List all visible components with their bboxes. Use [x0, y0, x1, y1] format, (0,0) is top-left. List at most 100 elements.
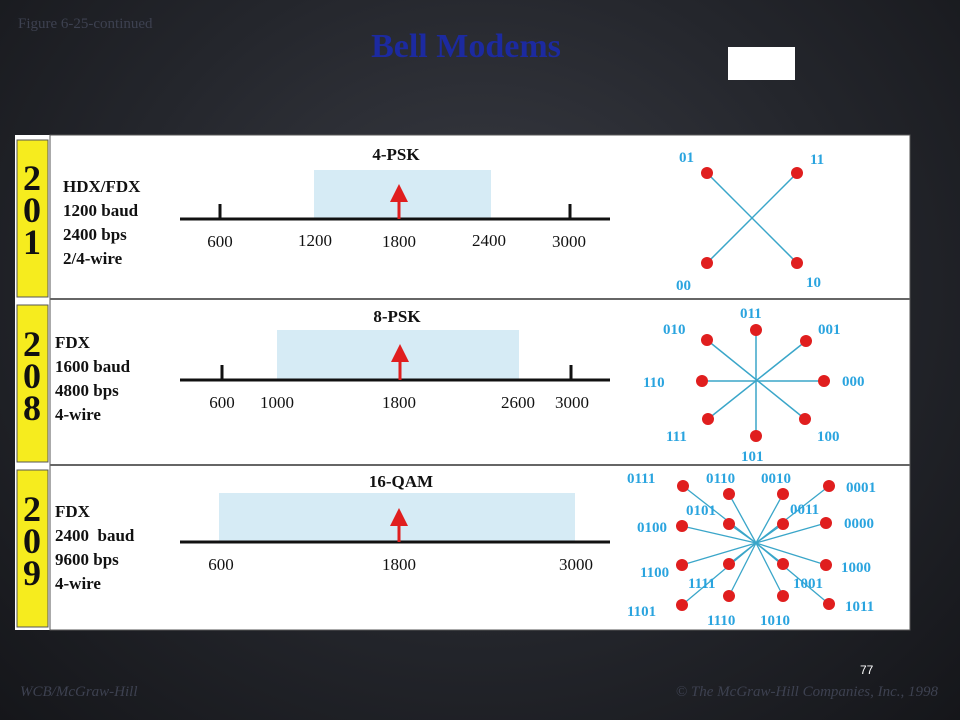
white-box — [728, 47, 795, 80]
modem-number-strip — [16, 469, 49, 628]
spec-line: FDX — [55, 502, 91, 521]
constellation-label: 00 — [676, 278, 691, 294]
constellation-label: 110 — [643, 375, 665, 391]
constellation-point — [777, 488, 789, 500]
constellation-point — [701, 167, 713, 179]
constellation-label: 0101 — [686, 503, 716, 519]
constellation-point — [799, 413, 811, 425]
constellation-label: 01 — [679, 150, 694, 166]
constellation-line — [706, 172, 798, 264]
tick-label: 3000 — [552, 232, 586, 251]
constellation-label: 0000 — [844, 516, 874, 532]
tick-label: 3000 — [559, 555, 593, 574]
tick-label: 600 — [207, 232, 233, 251]
tick-label: 600 — [208, 555, 234, 574]
constellation-point — [818, 375, 830, 387]
footer-copyright: © The McGraw-Hill Companies, Inc., 1998 — [675, 684, 938, 700]
spec-line: 4-wire — [55, 574, 101, 593]
constellation-label: 1010 — [760, 613, 790, 629]
constellation-label: 0100 — [637, 520, 667, 536]
tick-label: 2400 — [472, 231, 506, 250]
modem-number-strip — [16, 139, 49, 298]
constellation-label: 100 — [817, 429, 840, 445]
constellation-point — [696, 375, 708, 387]
constellation-point — [676, 520, 688, 532]
spec-line: 2/4-wire — [63, 249, 123, 268]
modem-digit: 0 — [23, 521, 41, 561]
tick-label: 600 — [209, 393, 235, 412]
tick-label: 1000 — [260, 393, 294, 412]
constellation-point — [777, 558, 789, 570]
constellation-4psk: 01 11 00 10 — [676, 150, 824, 294]
spec-line: 2400 bps — [63, 225, 127, 244]
constellation-point — [791, 167, 803, 179]
constellation-point — [702, 413, 714, 425]
constellation-point — [723, 488, 735, 500]
constellation-line — [755, 522, 827, 544]
constellation-point — [676, 599, 688, 611]
constellation-label: 001 — [818, 322, 841, 338]
constellation-8psk: 011 010 001 110 000 111 100 101 — [643, 306, 865, 465]
constellation-line — [755, 542, 830, 605]
modem-row-201: 2 0 1 HDX/FDX 1200 baud 2400 bps 2/4-wir… — [16, 139, 824, 298]
figure-caption: Figure 6-25-continued — [18, 16, 153, 32]
constellation-label: 1011 — [845, 599, 874, 615]
page-number: 77 — [860, 663, 874, 677]
modem-digit: 9 — [23, 553, 41, 593]
constellation-label: 1001 — [793, 576, 823, 592]
tick-label: 1200 — [298, 231, 332, 250]
spec-line: 4-wire — [55, 405, 101, 424]
constellation-point — [823, 480, 835, 492]
constellation-label: 0010 — [761, 471, 791, 487]
modulation-title: 8-PSK — [373, 307, 421, 326]
modem-row-208: 2 0 8 FDX 1600 baud 4800 bps 4-wire 8-PS… — [16, 304, 865, 465]
constellation-line — [681, 542, 757, 606]
table-border — [49, 134, 911, 631]
constellation-line — [681, 542, 757, 566]
tick-label: 1800 — [382, 232, 416, 251]
constellation-line — [755, 493, 784, 544]
constellation-label: 010 — [663, 322, 686, 338]
constellation-point — [820, 559, 832, 571]
modulation-title: 16-QAM — [369, 472, 433, 491]
constellation-line — [682, 485, 757, 544]
constellation-point — [823, 598, 835, 610]
constellation-line — [728, 542, 757, 597]
constellation-point — [701, 334, 713, 346]
constellation-line — [706, 339, 806, 420]
constellation-label: 0001 — [846, 480, 876, 496]
constellation-point — [723, 518, 735, 530]
constellation-label: 1111 — [688, 576, 716, 592]
modem-digit: 2 — [23, 489, 41, 529]
constellation-point — [676, 559, 688, 571]
constellation-point — [701, 257, 713, 269]
modem-digit: 0 — [23, 190, 41, 230]
constellation-label: 10 — [806, 275, 821, 291]
constellation-label: 1110 — [707, 613, 735, 629]
tick-label: 2600 — [501, 393, 535, 412]
modulation-title: 4-PSK — [372, 145, 420, 164]
spec-line: 9600 bps — [55, 550, 119, 569]
constellation-line — [707, 340, 807, 420]
tick-label: 3000 — [555, 393, 589, 412]
constellation-label: 011 — [740, 306, 762, 322]
modem-digit: 2 — [23, 158, 41, 198]
constellation-line — [755, 485, 830, 544]
constellation-point — [777, 518, 789, 530]
carrier-arrow-head — [391, 344, 409, 362]
constellation-label: 1100 — [640, 565, 669, 581]
constellation-line — [755, 542, 827, 566]
modem-digit: 8 — [23, 388, 41, 428]
constellation-point — [791, 257, 803, 269]
constellation-line — [728, 493, 757, 544]
modem-row-209: 2 0 9 FDX 2400 baud 9600 bps 4-wire 16-Q… — [16, 469, 876, 629]
modem-number-strip — [16, 304, 49, 463]
constellation-point — [800, 335, 812, 347]
constellation-label: 000 — [842, 374, 865, 390]
spec-line: 4800 bps — [55, 381, 119, 400]
tick-label: 1800 — [382, 555, 416, 574]
spec-line: FDX — [55, 333, 91, 352]
page-title: Bell Modems — [371, 28, 561, 65]
constellation-label: 11 — [810, 152, 824, 168]
